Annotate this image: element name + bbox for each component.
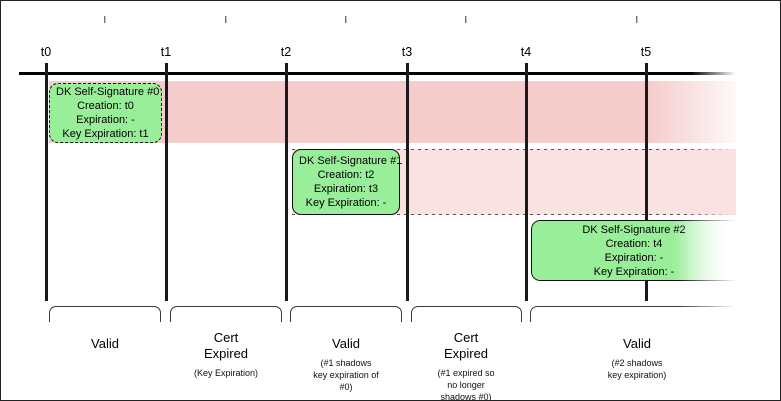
period-brace-nub-t3-t4 — [465, 16, 467, 23]
tick-mark-t2 — [285, 63, 288, 301]
period-label-t1-t2-main-line2: Expired — [203, 346, 249, 361]
period-label-t2-t3-sub: (#1 shadows key expiration of #0) — [313, 358, 379, 392]
validity-band-signature-0 — [49, 81, 736, 143]
signature-box-1: DK Self-Signature #1 Creation: t2 Expira… — [292, 149, 403, 215]
signature-box-0-key-expiration: Key Expiration: t1 — [62, 128, 149, 140]
period-label-t2-t3-main: Valid — [332, 336, 360, 351]
signature-box-2-creation: Creation: t4 — [605, 237, 663, 250]
period-label-t4-onward: Valid (#2 shadows key expiration) — [557, 336, 717, 381]
period-brace-t3-t4 — [411, 306, 522, 322]
signature-box-2-expiration: Expiration: - — [604, 251, 664, 264]
tick-mark-t1 — [165, 63, 168, 301]
period-label-t4-onward-sub: (#2 shadows key expiration) — [607, 358, 667, 380]
tick-mark-t5 — [645, 63, 648, 301]
period-brace-t2-t3 — [290, 306, 402, 322]
tick-label-t3: t3 — [401, 45, 413, 59]
signature-box-1-key-expiration: Key Expiration: - — [305, 197, 387, 209]
period-label-t1-t2-main-line1: Cert — [213, 330, 239, 345]
period-brace-t4-onward — [530, 306, 736, 322]
period-brace-nub-t4-onward — [636, 16, 638, 23]
signature-box-2: DK Self-Signature #2 Creation: t4 Expira… — [531, 220, 736, 281]
tick-label-t5: t5 — [640, 45, 652, 59]
tick-label-t1: t1 — [160, 45, 172, 59]
period-label-t0-t1-main: Valid — [91, 336, 119, 351]
period-brace-nub-t2-t3 — [345, 16, 347, 23]
signature-box-1-title: DK Self-Signature #1 — [299, 155, 403, 167]
signature-box-0-expiration: Expiration: - — [76, 114, 135, 126]
period-brace-nub-t0-t1 — [104, 16, 106, 23]
period-brace-t0-t1 — [49, 306, 161, 322]
tick-label-t2: t2 — [280, 45, 292, 59]
signature-box-0-title: DK Self-Signature #0 — [56, 86, 160, 98]
period-label-t4-onward-main: Valid — [623, 336, 651, 351]
tick-mark-t3 — [406, 63, 409, 301]
validity-band-signature-1-bottom-edge — [292, 214, 736, 215]
signature-box-0-creation: Creation: t0 — [77, 100, 134, 112]
period-label-t1-t2-sub: (Key Expiration) — [193, 368, 259, 378]
signature-box-0: DK Self-Signature #0 Creation: t0 Expira… — [49, 83, 162, 143]
tick-mark-t0 — [45, 63, 48, 301]
signature-box-1-creation: Creation: t2 — [317, 169, 375, 181]
time-axis-line — [19, 72, 736, 75]
period-label-t2-t3: Valid (#1 shadows key expiration of #0) — [271, 336, 421, 393]
period-label-t3-t4-main-line2: Expired — [443, 346, 489, 361]
tick-label-t4: t4 — [520, 45, 532, 59]
signature-box-2-title: DK Self-Signature #2 — [582, 223, 686, 236]
period-label-t0-t1: Valid — [30, 336, 180, 352]
tick-label-t0: t0 — [40, 45, 52, 59]
tick-mark-t4 — [525, 63, 528, 301]
period-label-t1-t2: Cert Expired (Key Expiration) — [151, 330, 301, 379]
period-label-t3-t4: Cert Expired (#1 expired so no longer sh… — [391, 330, 541, 401]
period-brace-nub-t1-t2 — [225, 16, 227, 23]
period-label-t3-t4-main-line1: Cert — [453, 330, 479, 345]
signature-box-2-key-expiration: Key Expiration: - — [593, 265, 675, 278]
period-brace-t1-t2 — [170, 306, 282, 322]
validity-band-signature-1-top-edge — [292, 149, 736, 150]
signature-box-1-expiration: Expiration: t3 — [313, 183, 379, 195]
period-label-t3-t4-sub: (#1 expired so no longer shadows #0) — [437, 368, 495, 401]
